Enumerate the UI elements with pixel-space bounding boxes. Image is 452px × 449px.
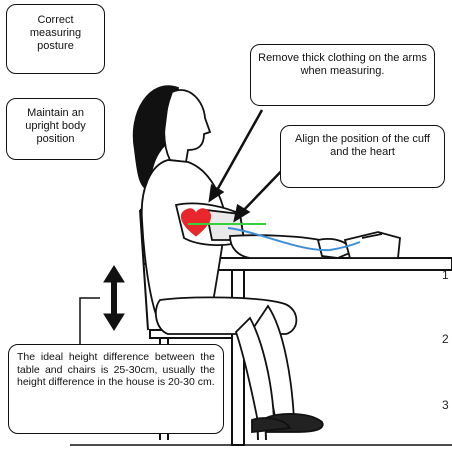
callout-correct-posture: Correct measuring posture <box>6 4 105 74</box>
callout-text: Align the position of the cuff and the h… <box>295 133 430 158</box>
height-double-arrow <box>104 266 124 330</box>
callout-text: Correct measuring posture <box>30 14 81 52</box>
callout-text: The ideal height difference between the … <box>17 351 215 388</box>
callout-height-difference: The ideal height difference between the … <box>8 344 224 434</box>
callout-remove-clothing: Remove thick clothing on the arms when m… <box>250 44 435 106</box>
callout-align-cuff: Align the position of the cuff and the h… <box>280 125 445 188</box>
side-number-2: 2 <box>442 332 449 346</box>
callout-text: Remove thick clothing on the arms when m… <box>258 52 427 77</box>
side-number-1: 1 <box>442 268 449 282</box>
connector-line <box>80 298 100 344</box>
side-number-3: 3 <box>442 398 449 412</box>
callout-upright-position: Maintain an upright body position <box>6 98 105 160</box>
callout-text: Maintain an upright body position <box>25 107 86 145</box>
